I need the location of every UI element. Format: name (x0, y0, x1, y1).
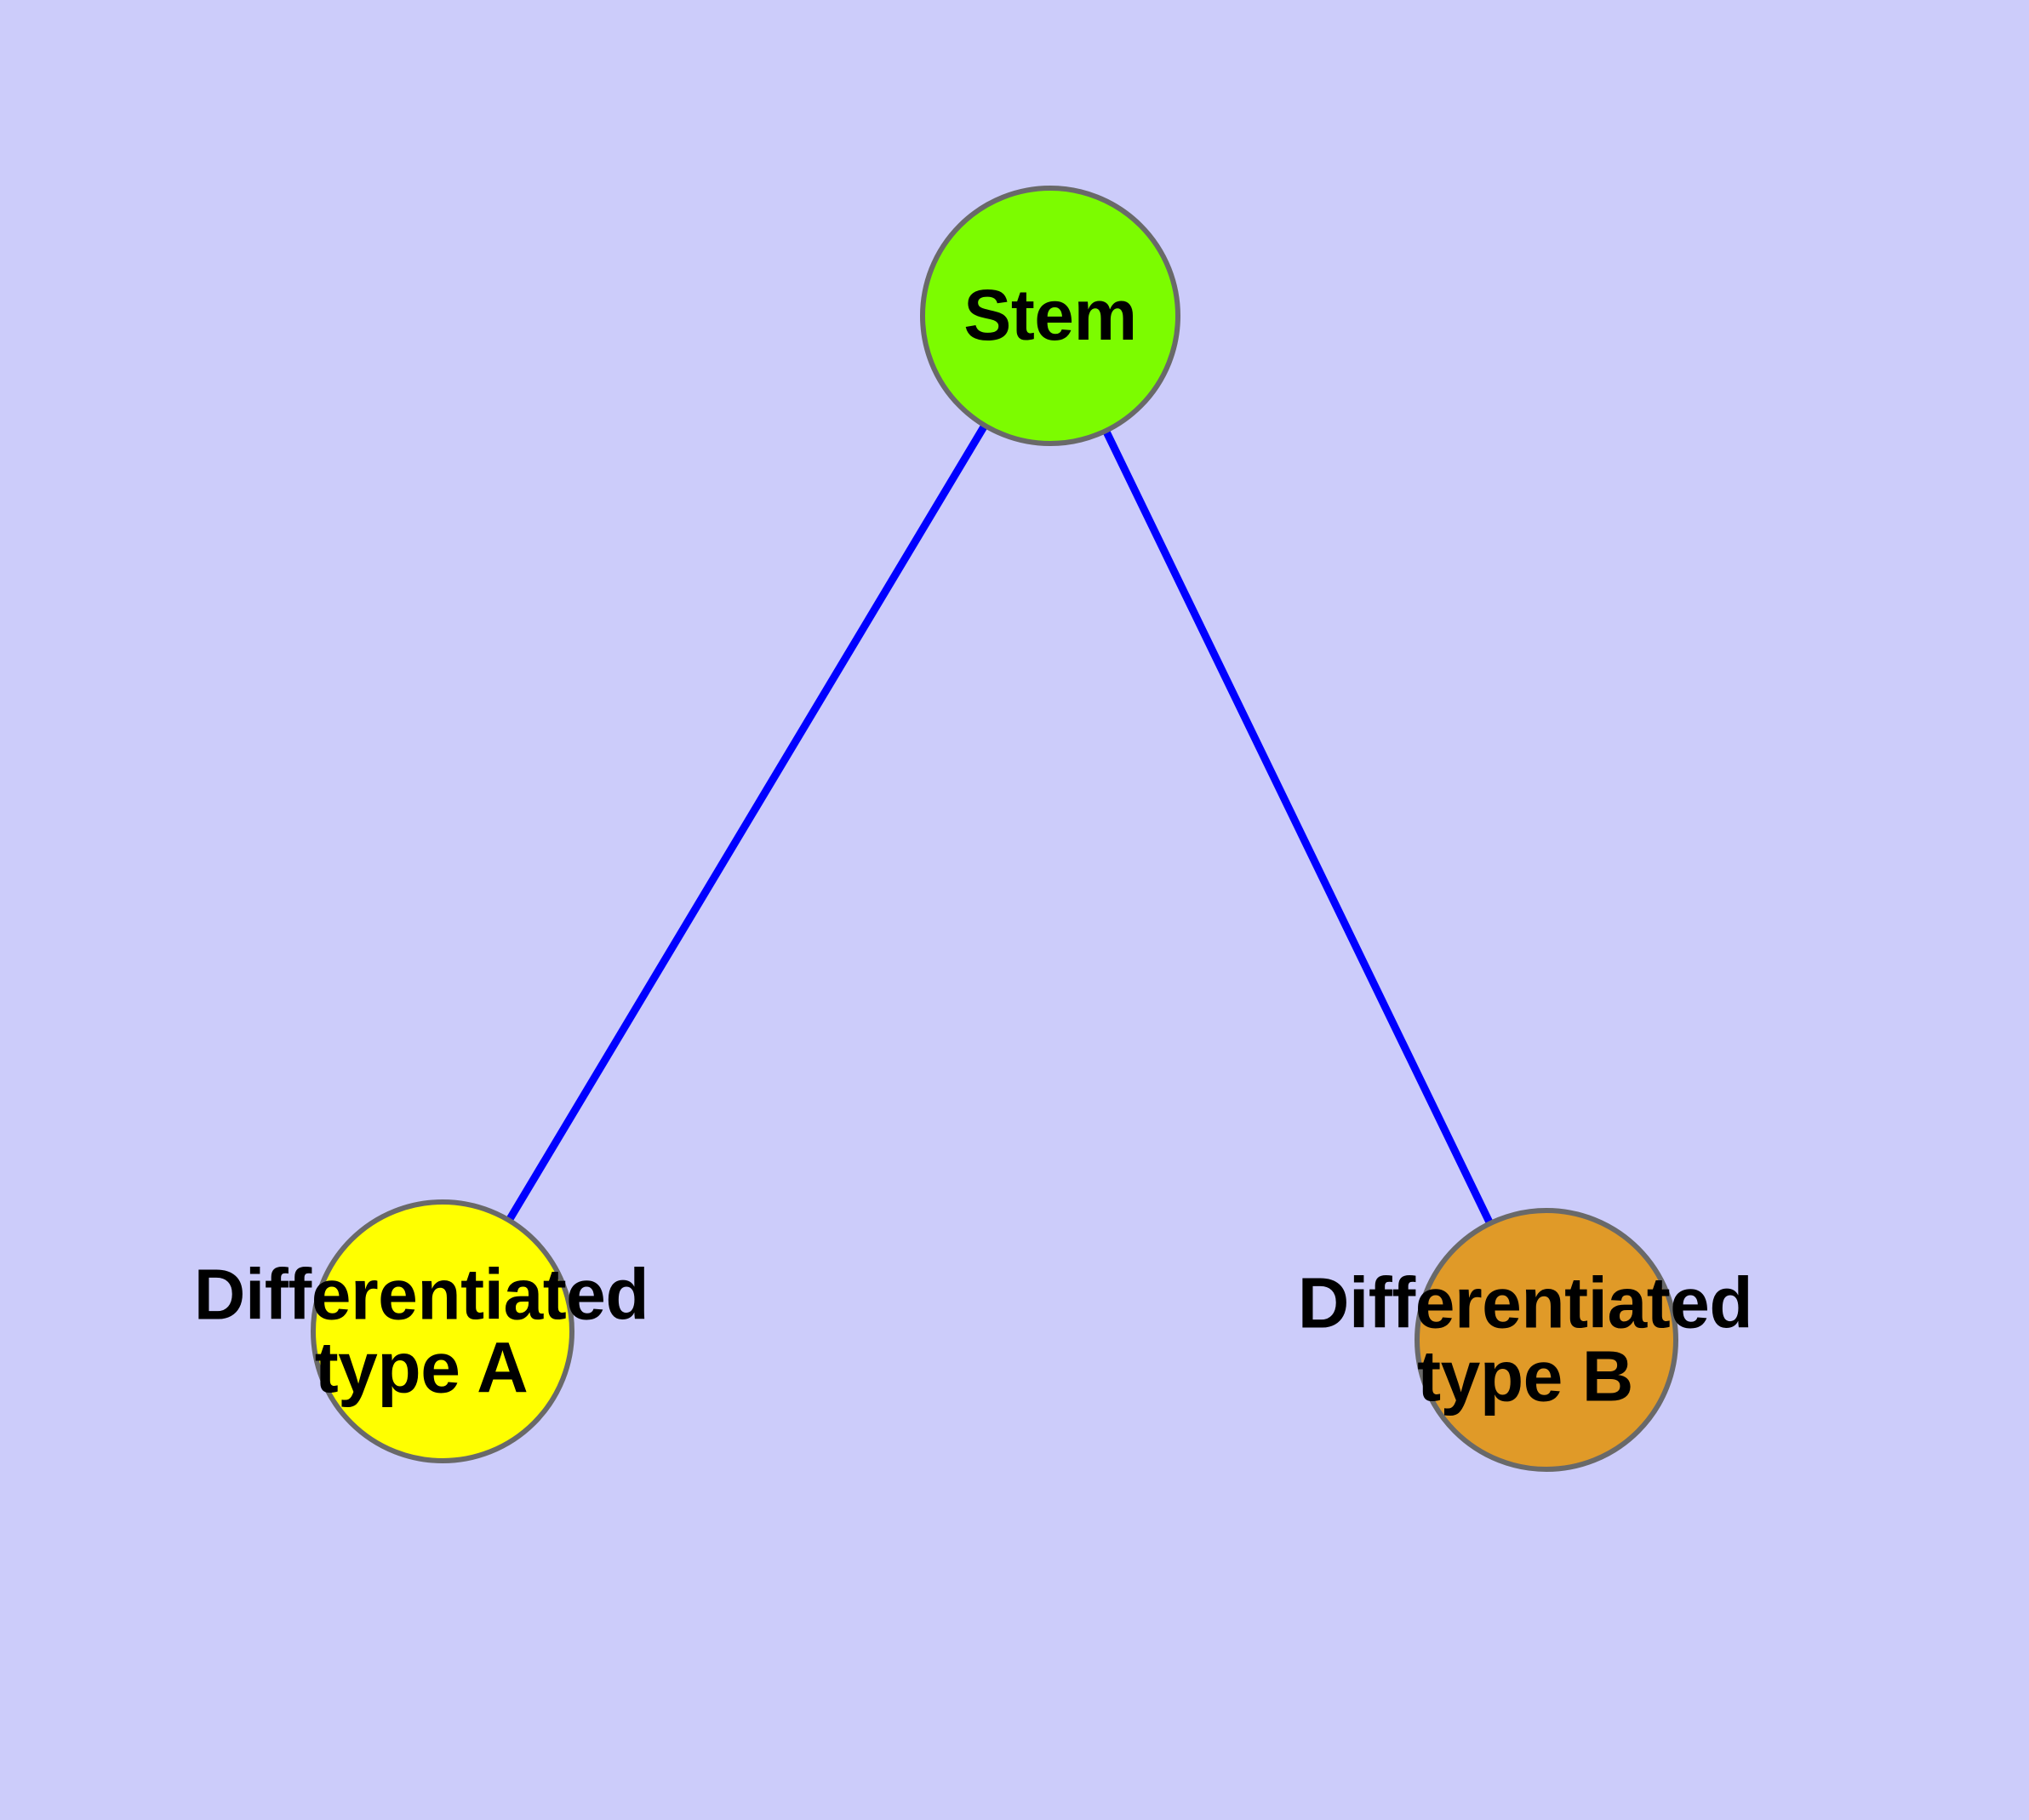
graph-edge[interactable] (439, 313, 1054, 1334)
node-layer (311, 186, 1678, 1472)
graph-node-diff_b[interactable] (1415, 1208, 1678, 1472)
graph-edge[interactable] (1046, 314, 1551, 1342)
graph-node-diff_a[interactable] (311, 1199, 574, 1463)
edge-layer (439, 313, 1551, 1342)
graph-node-stem[interactable] (920, 186, 1180, 446)
